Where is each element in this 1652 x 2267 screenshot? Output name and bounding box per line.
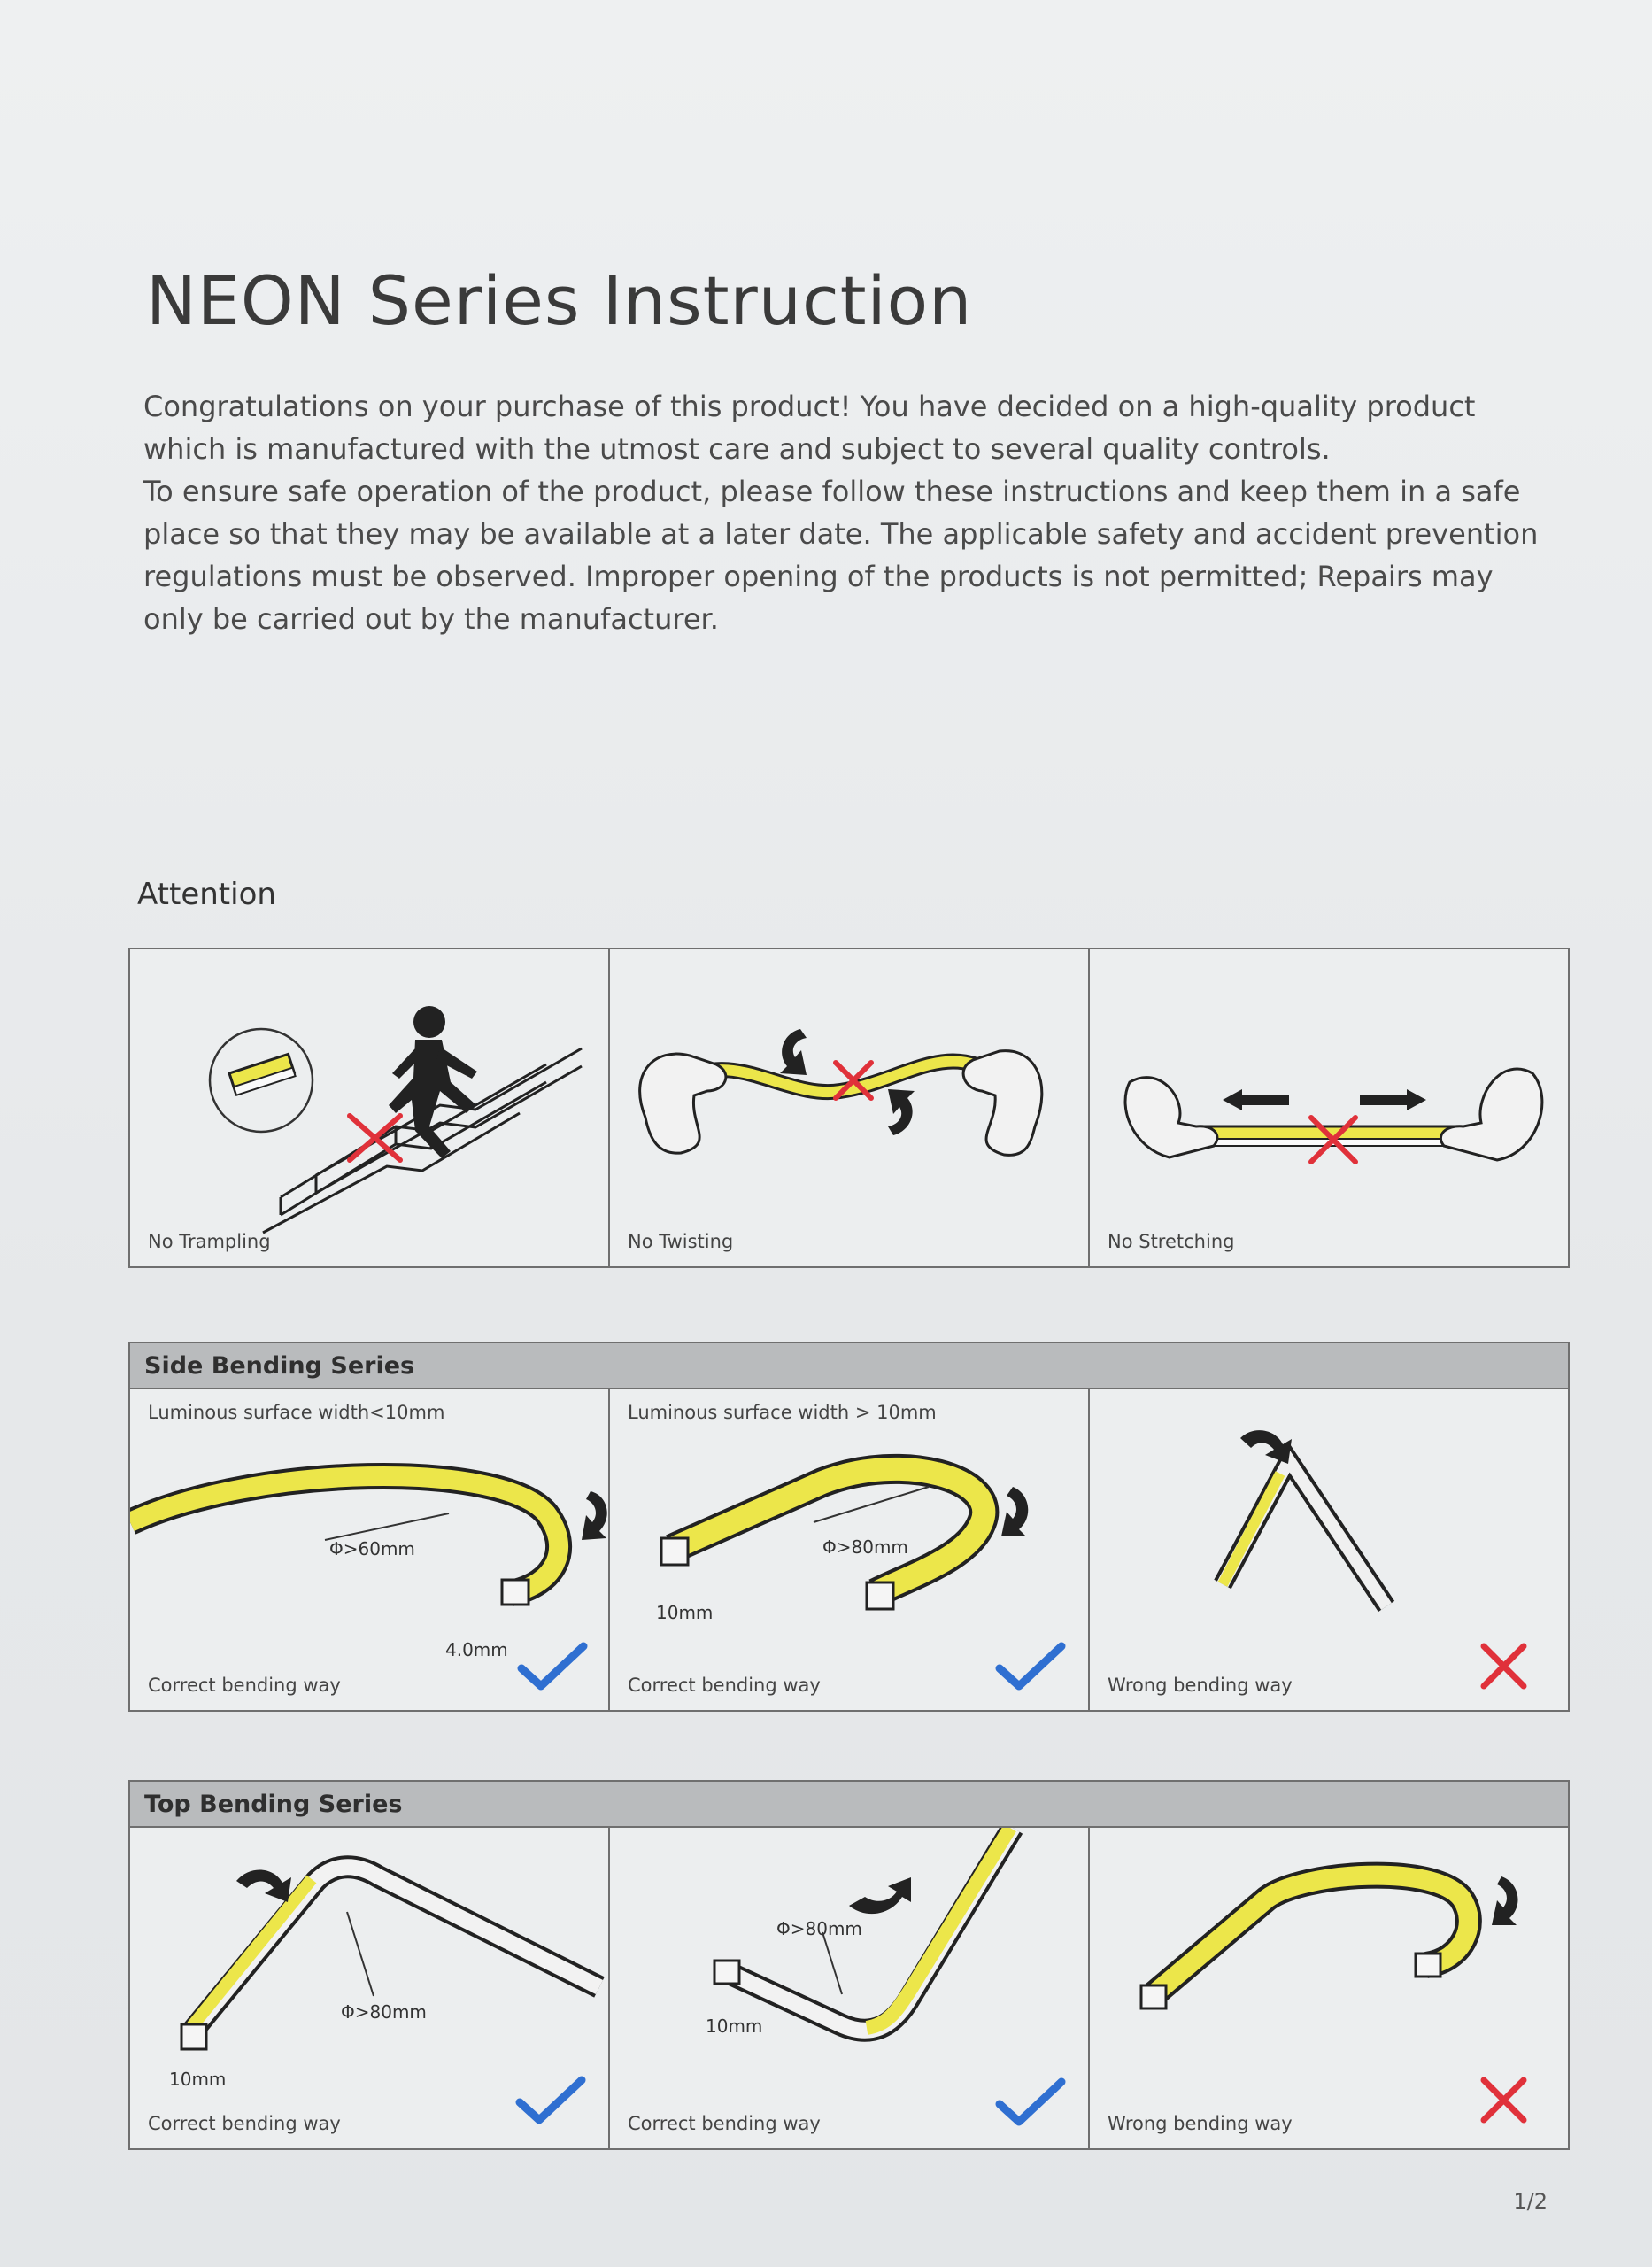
check-icon — [515, 2076, 586, 2124]
arrow-curved-icon — [1001, 1487, 1029, 1536]
dimension-label: 10mm — [706, 2016, 763, 2037]
arrow-curved-icon — [849, 1877, 911, 1915]
caption: Correct bending way — [148, 1675, 341, 1696]
intro-text: Congratulations on your purchase of this… — [143, 385, 1551, 640]
diameter-label: Φ>60mm — [329, 1538, 415, 1559]
arrow-curved-icon — [1492, 1876, 1518, 1925]
strip-zoom-circle — [208, 1027, 314, 1134]
twisting-illustration — [638, 1029, 1044, 1157]
caption: Wrong bending way — [1108, 2113, 1293, 2134]
arrow-curved-icon — [236, 1869, 291, 1902]
diameter-label: Φ>80mm — [822, 1536, 908, 1558]
top-bend-illustration-1 — [180, 1855, 605, 2124]
cross-icon — [1480, 1643, 1527, 1690]
attention-cell-twisting: No Twisting — [610, 949, 1090, 1266]
side-bending-heading: Side Bending Series — [130, 1343, 1568, 1389]
side-bend-cell-2: Luminous surface width > 10mm Φ>80mm 10m… — [610, 1389, 1090, 1710]
cross-icon — [833, 1060, 874, 1101]
top-bend-illustration-3 — [1139, 1861, 1527, 2124]
top-bend-illustration-2 — [713, 1828, 1066, 2126]
attention-cell-stretching: No Stretching — [1090, 949, 1568, 1266]
person-icon — [389, 1006, 477, 1158]
cross-icon — [347, 1113, 403, 1163]
attention-cell-trampling: No Trampling — [130, 949, 610, 1266]
attention-heading: Attention — [137, 877, 276, 912]
arrow-curved-icon — [1240, 1430, 1292, 1464]
cross-icon — [1480, 2077, 1527, 2124]
check-icon — [995, 1642, 1066, 1691]
dimension-label: 10mm — [169, 2069, 227, 2090]
caption-no-twisting: No Twisting — [628, 1231, 734, 1252]
page-title: NEON Series Instruction — [146, 261, 973, 340]
caption-no-stretching: No Stretching — [1108, 1231, 1235, 1252]
page-number: 1/2 — [1513, 2189, 1548, 2214]
cross-icon — [1308, 1115, 1358, 1164]
side-bend-illustration-1 — [130, 1462, 607, 1691]
check-icon — [995, 2077, 1066, 2126]
top-bend-cell-2: Φ>80mm 10mm Correct bending way — [610, 1828, 1090, 2148]
diameter-label: Φ>80mm — [341, 2001, 427, 2023]
dimension-label: 10mm — [656, 1602, 714, 1623]
side-bend-cell-3: Wrong bending way — [1090, 1389, 1568, 1710]
side-bend-illustration-3 — [1214, 1430, 1527, 1690]
caption: Correct bending way — [628, 1675, 821, 1696]
hand-icon — [1123, 1067, 1544, 1162]
top-bend-cell-1: Φ>80mm 10mm Correct bending way — [130, 1828, 610, 2148]
caption-no-trampling: No Trampling — [148, 1231, 271, 1252]
intro-paragraph-1: Congratulations on your purchase of this… — [143, 390, 1476, 466]
stretching-illustration — [1123, 1067, 1544, 1164]
attention-grid: No Trampling — [128, 948, 1570, 1268]
trampling-illustration — [208, 1006, 583, 1234]
caption: Correct bending way — [628, 2113, 821, 2134]
arrow-curved-icon — [780, 1029, 915, 1135]
side-bend-cell-1: Luminous surface width<10mm Φ>60mm 4.0mm… — [130, 1389, 610, 1710]
arrow-curved-icon — [582, 1491, 607, 1540]
side-bend-illustration-2 — [660, 1453, 1066, 1691]
hand-icon — [638, 1049, 1044, 1157]
side-bending-grid: Side Bending Series Luminous surface wid… — [128, 1342, 1570, 1712]
top-bending-grid: Top Bending Series Φ>80mm 10mm Correct b… — [128, 1780, 1570, 2150]
caption: Correct bending way — [148, 2113, 341, 2134]
top-bend-cell-3: Wrong bending way — [1090, 1828, 1568, 2148]
arrow-straight-icon — [1223, 1089, 1426, 1110]
intro-paragraph-2: To ensure safe operation of the product,… — [143, 475, 1539, 636]
sublabel: Luminous surface width > 10mm — [628, 1402, 937, 1423]
diameter-label: Φ>80mm — [776, 1918, 862, 1939]
check-icon — [517, 1642, 588, 1691]
top-bending-heading: Top Bending Series — [130, 1782, 1568, 1828]
caption: Wrong bending way — [1108, 1675, 1293, 1696]
dimension-label: 4.0mm — [445, 1639, 508, 1660]
sublabel: Luminous surface width<10mm — [148, 1402, 445, 1423]
